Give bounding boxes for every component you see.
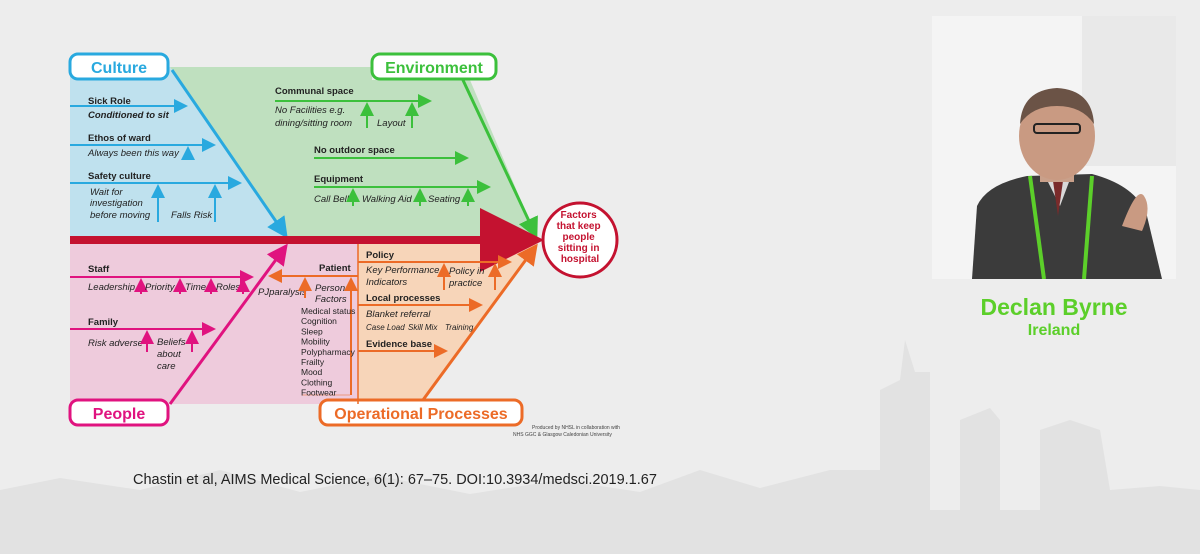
- problem-head-text: Factors that keep people sitting in hosp…: [557, 210, 604, 265]
- beliefs-line-2: about: [157, 349, 181, 360]
- head-line-5: hospital: [561, 254, 600, 265]
- pjparalysis-label: PJparalysis: [258, 287, 307, 298]
- kpi-line-1: Key Performance: [366, 265, 439, 276]
- speaker-country: Ireland: [1027, 322, 1081, 339]
- personal-line-2: Factors: [315, 294, 347, 305]
- priority-label: Priority: [145, 282, 176, 293]
- personal-line-1: Personal: [315, 283, 353, 294]
- speaker-name: Declan Byrne: [980, 294, 1128, 320]
- pip-line-1: Policy in: [449, 266, 484, 277]
- personal-factors-list: Medical statusCognitionSleepMobilityPoly…: [301, 306, 356, 398]
- personal-factor-item: Mobility: [301, 337, 331, 347]
- environment-branches: Communal space No Facilities e.g. dining…: [275, 86, 491, 206]
- walkingaid-label: Walking Aid: [362, 194, 412, 205]
- culture-region: [70, 67, 286, 236]
- equipment-label: Equipment: [314, 174, 364, 185]
- local-label: Local processes: [366, 293, 440, 304]
- credit-line-2: NHS GGC & Glasgow Caledonian University: [513, 432, 612, 438]
- seating-label: Seating: [428, 194, 461, 205]
- nofac-line-2: dining/sitting room: [275, 118, 352, 129]
- head-line-2: that keep: [557, 221, 601, 232]
- evidence-label: Evidence base: [366, 339, 432, 350]
- personal-factor-item: Mood: [301, 367, 323, 377]
- skillmix-label: Skill Mix: [408, 323, 438, 332]
- personal-factor-item: Polypharmacy: [301, 347, 356, 357]
- sick-role-label: Sick Role: [88, 96, 131, 107]
- operational-label: Operational Processes: [334, 406, 508, 423]
- time-label: Time: [185, 282, 206, 293]
- reference-citation: Chastin et al, AIMS Medical Science, 6(1…: [133, 472, 657, 488]
- safety-label: Safety culture: [88, 171, 151, 182]
- ethos-label: Ethos of ward: [88, 133, 151, 144]
- roles-label: Roles: [216, 282, 241, 293]
- personal-factor-item: Medical status: [301, 306, 355, 316]
- environment-region: [170, 67, 536, 236]
- policy-label: Policy: [366, 250, 395, 261]
- people-bone: [168, 243, 288, 405]
- outdoor-label: No outdoor space: [314, 145, 395, 156]
- beliefs-line-3: care: [157, 361, 175, 372]
- operational-branches: Policy Key Performance Indicators Policy…: [358, 250, 512, 358]
- leadership-label: Leadership: [88, 282, 135, 293]
- callbell-label: Call Bell: [314, 194, 350, 205]
- culture-bone: [170, 69, 288, 239]
- operational-bone: [418, 243, 538, 405]
- environment-label-box: [370, 52, 498, 81]
- patient-label: Patient: [319, 263, 352, 274]
- culture-branches: Sick Role Conditioned to sit Ethos of wa…: [70, 96, 242, 222]
- people-branches: Staff Leadership Priority Time Roles Fam…: [70, 244, 359, 404]
- people-label-box: [68, 398, 170, 427]
- pip-line-2: practice: [448, 278, 482, 289]
- layout-label: Layout: [377, 118, 406, 129]
- conditioned-label: Conditioned to sit: [88, 110, 170, 121]
- wait-line-1: Wait for: [90, 187, 123, 198]
- problem-head: [541, 201, 619, 279]
- personal-factor-item: Clothing: [301, 377, 332, 387]
- credit-line-1: Produced by NHSL in collaboration with: [532, 425, 620, 431]
- caseload-label: Case Load: [366, 323, 405, 332]
- head-line-3: people: [562, 232, 595, 243]
- people-label: People: [93, 406, 146, 423]
- family-label: Family: [88, 317, 119, 328]
- personal-factor-item: Sleep: [301, 326, 323, 336]
- head-line-1: Factors: [561, 210, 598, 221]
- personal-factor-item: Frailty: [301, 357, 325, 367]
- personal-factor-item: Footwear: [301, 388, 337, 398]
- falls-label: Falls Risk: [171, 210, 213, 221]
- nofac-line-1: No Facilities e.g.: [275, 105, 345, 116]
- speaker-silhouette: [932, 16, 1176, 279]
- personal-factor-item: Cognition: [301, 316, 337, 326]
- culture-label-box: [68, 52, 170, 81]
- training-label: Training: [445, 323, 474, 332]
- head-line-4: sitting in: [558, 243, 600, 254]
- always-label: Always been this way: [87, 148, 180, 159]
- operational-label-box: [318, 398, 524, 427]
- wait-line-2: investigation: [90, 198, 143, 209]
- environment-label: Environment: [385, 60, 483, 77]
- riskadverse-label: Risk adverse: [88, 338, 143, 349]
- communal-label: Communal space: [275, 86, 354, 97]
- kpi-line-2: Indicators: [366, 277, 407, 288]
- beliefs-line-1: Beliefs: [157, 337, 186, 348]
- wait-line-3: before moving: [90, 210, 151, 221]
- culture-label: Culture: [91, 60, 147, 77]
- staff-label: Staff: [88, 264, 110, 275]
- operational-region: [358, 244, 536, 404]
- speaker-video: [932, 16, 1176, 279]
- blanket-label: Blanket referral: [366, 309, 431, 320]
